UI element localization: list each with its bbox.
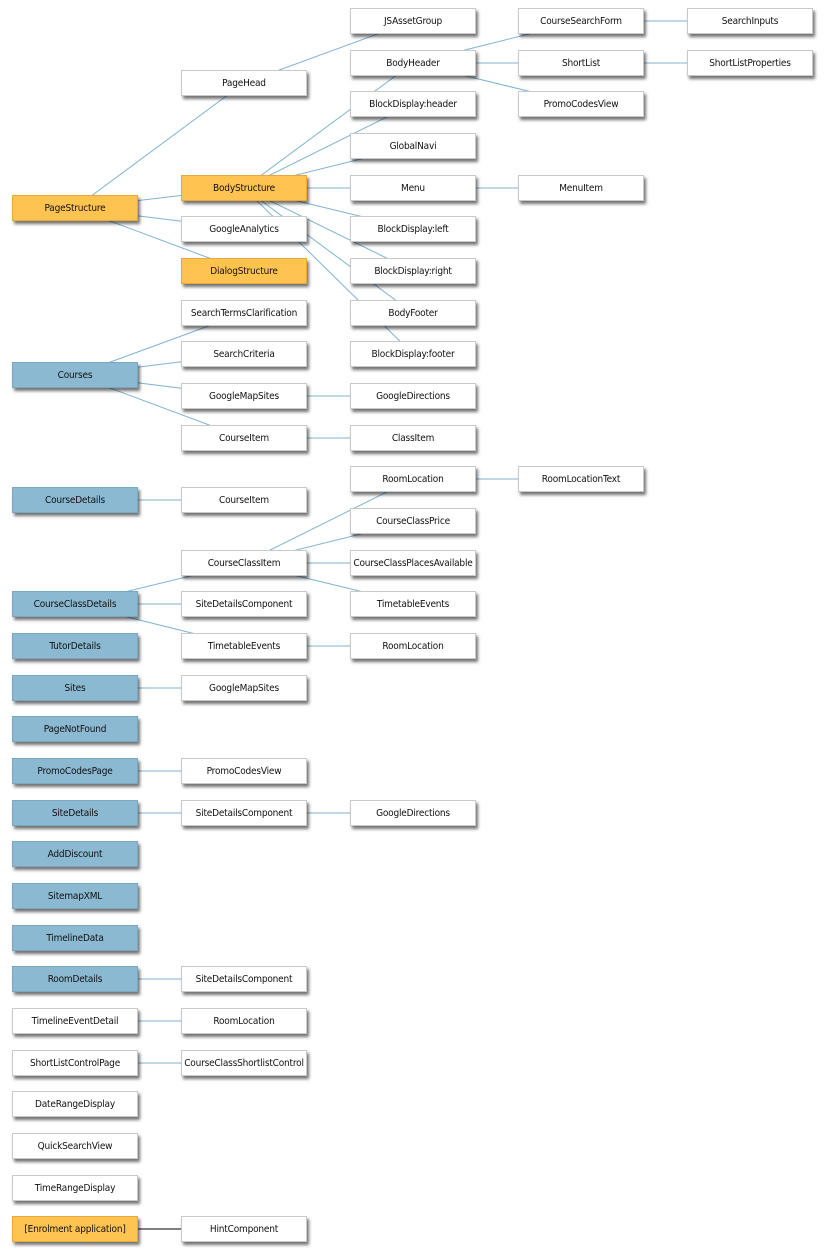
sitemapxml-node: SitemapXML xyxy=(12,883,138,909)
shortlistcontrolpage-node: ShortListControlPage xyxy=(12,1050,138,1076)
courseitem-1-node: CourseItem xyxy=(181,425,307,451)
courseclassshortlistcontrol-node: CourseClassShortlistControl xyxy=(181,1050,307,1076)
blockdisplay-left-node: BlockDisplay:left xyxy=(350,216,476,242)
edge-bodystructure-to-blockdisplay-right xyxy=(243,187,414,272)
edge-pagestructure-to-pagehead xyxy=(74,82,245,209)
sitedetails-node: SiteDetails xyxy=(12,800,138,826)
blockdisplay-footer-node: BlockDisplay:footer xyxy=(350,341,476,367)
tutordetails-node: TutorDetails xyxy=(12,633,138,659)
promocodesview-1-node: PromoCodesView xyxy=(518,91,644,117)
googledirections-2-node: GoogleDirections xyxy=(350,800,476,826)
courses-node: Courses xyxy=(12,362,138,388)
roomlocationtext-node: RoomLocationText xyxy=(518,466,644,492)
roomlocation-1-node: RoomLocation xyxy=(350,466,476,492)
promocodespage-node: PromoCodesPage xyxy=(12,758,138,784)
edge-bodystructure-to-blockdisplay-header xyxy=(243,103,414,189)
daterangedisplay-node: DateRangeDisplay xyxy=(12,1091,138,1117)
timetableevents-1-node: TimetableEvents xyxy=(350,591,476,617)
pagestructure-node: PageStructure xyxy=(12,195,138,221)
edge-courseclassitem-to-roomlocation-1 xyxy=(243,478,414,564)
sitedetailscomponent-1-node: SiteDetailsComponent xyxy=(181,591,307,617)
sitedetailscomponent-2-node: SiteDetailsComponent xyxy=(181,800,307,826)
courseclassdetails-node: CourseClassDetails xyxy=(12,591,138,617)
courseclassitem-node: CourseClassItem xyxy=(181,550,307,576)
edge-bodystructure-to-bodyfooter xyxy=(243,187,414,314)
sitedetailscomponent-3-node: SiteDetailsComponent xyxy=(181,966,307,992)
bodyfooter-node: BodyFooter xyxy=(350,300,476,326)
searchtermsclarification-node: SearchTermsClarification xyxy=(181,300,307,326)
searchinputs-node: SearchInputs xyxy=(687,8,813,34)
timerangedisplay-node: TimeRangeDisplay xyxy=(12,1175,138,1201)
coursesearchform-node: CourseSearchForm xyxy=(518,8,644,34)
classitem-node: ClassItem xyxy=(350,425,476,451)
menuitem-node: MenuItem xyxy=(518,175,644,201)
timelinedata-node: TimelineData xyxy=(12,925,138,951)
blockdisplay-right-node: BlockDisplay:right xyxy=(350,258,476,284)
adddiscount-node: AddDiscount xyxy=(12,841,138,867)
timetableevents-2-node: TimetableEvents xyxy=(181,633,307,659)
pagenotfound-node: PageNotFound xyxy=(12,716,138,742)
searchcriteria-node: SearchCriteria xyxy=(181,341,307,367)
courseitem-2-node: CourseItem xyxy=(181,487,307,513)
timelineeventdetail-node: TimelineEventDetail xyxy=(12,1008,138,1034)
jsassetgroup-node: JSAssetGroup xyxy=(350,8,476,34)
promocodesview-2-node: PromoCodesView xyxy=(181,758,307,784)
shortlistproperties-node: ShortListProperties xyxy=(687,50,813,76)
courseclassplacesavailable-node: CourseClassPlacesAvailable xyxy=(350,550,476,576)
edge-bodystructure-to-blockdisplay-footer xyxy=(243,187,414,355)
globalnavi-node: GlobalNavi xyxy=(350,133,476,159)
roomlocation-3-node: RoomLocation xyxy=(181,1008,307,1034)
dialogstructure-node: DialogStructure xyxy=(181,258,307,284)
googlemapsites-2-node: GoogleMapSites xyxy=(181,675,307,701)
menu-node: Menu xyxy=(350,175,476,201)
blockdisplay-header-node: BlockDisplay:header xyxy=(350,91,476,117)
bodystructure-node: BodyStructure xyxy=(181,175,307,201)
coursedetails-node: CourseDetails xyxy=(12,487,138,513)
courseclassprice-node: CourseClassPrice xyxy=(350,508,476,534)
hintcomponent-node: HintComponent xyxy=(181,1216,307,1242)
pagehead-node: PageHead xyxy=(181,70,307,96)
bodyheader-node: BodyHeader xyxy=(350,50,476,76)
googlemapsites-1-node: GoogleMapSites xyxy=(181,383,307,409)
googleanalytics-node: GoogleAnalytics xyxy=(181,216,307,242)
enrolment-application-node: [Enrolment application] xyxy=(12,1216,138,1242)
roomlocation-2-node: RoomLocation xyxy=(350,633,476,659)
sites-node: Sites xyxy=(12,675,138,701)
edge-bodystructure-to-bodyheader xyxy=(243,62,414,189)
shortlist-node: ShortList xyxy=(518,50,644,76)
roomdetails-node: RoomDetails xyxy=(12,966,138,992)
quicksearchview-node: QuickSearchView xyxy=(12,1133,138,1159)
googledirections-1-node: GoogleDirections xyxy=(350,383,476,409)
